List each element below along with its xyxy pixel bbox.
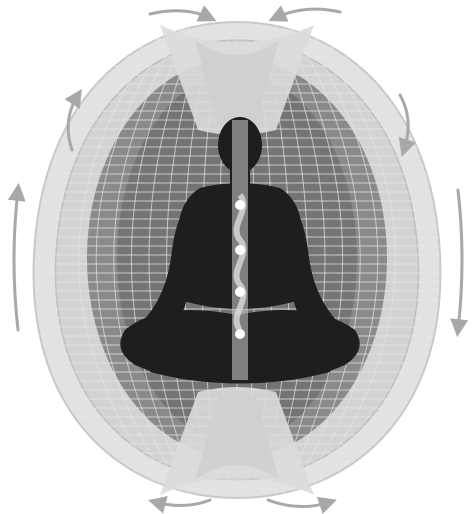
flow-arrow-outer-left bbox=[14, 190, 18, 330]
flow-arrow-outer-right bbox=[458, 190, 462, 330]
spine-energy-column bbox=[232, 120, 248, 380]
flow-arrow-top-right bbox=[275, 9, 340, 18]
energy-node bbox=[235, 245, 245, 255]
energy-node bbox=[235, 287, 245, 297]
flow-arrow-bottom-right bbox=[268, 500, 330, 507]
flow-arrow-bottom-left bbox=[155, 500, 210, 506]
energy-node bbox=[235, 329, 245, 339]
energy-node bbox=[235, 200, 245, 210]
flow-arrow-top-left bbox=[150, 11, 210, 18]
